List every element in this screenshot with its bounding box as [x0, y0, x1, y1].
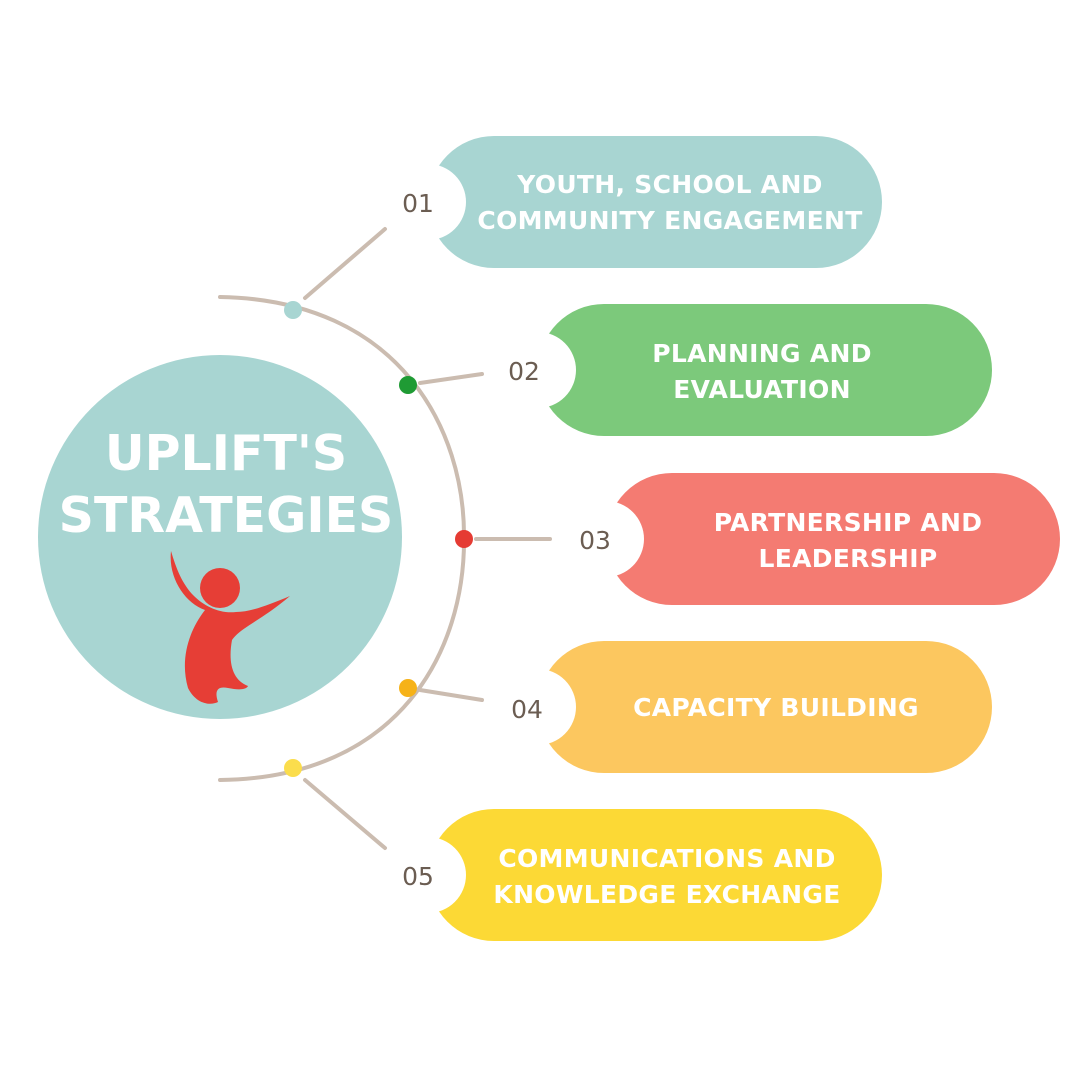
- connector-dot: [284, 301, 302, 319]
- strategy-label-line: KNOWLEDGE EXCHANGE: [493, 880, 840, 909]
- strategy-label-line: LEADERSHIP: [759, 544, 938, 573]
- number-cutout: [500, 669, 576, 745]
- strategy-label-line: COMMUNITY ENGAGEMENT: [477, 206, 862, 235]
- strategy-pill: [428, 136, 882, 268]
- strategy-item-01: 01 YOUTH, SCHOOL AND COMMUNITY ENGAGEMENT: [284, 136, 882, 319]
- connector-line: [418, 688, 484, 702]
- number-cutout: [500, 332, 576, 408]
- strategy-label-line: YOUTH, SCHOOL AND: [516, 170, 822, 199]
- strategy-number: 05: [402, 862, 434, 891]
- uplift-figure-logo: [170, 551, 290, 704]
- hub-title-line-2: STRATEGIES: [59, 487, 394, 544]
- hub-circle: [38, 355, 402, 719]
- strategy-pill: [428, 809, 882, 941]
- connector-line: [303, 227, 387, 300]
- strategy-pill: [538, 304, 992, 436]
- connector-dot: [455, 530, 473, 548]
- number-cutout: [390, 164, 466, 240]
- strategy-label-line: COMMUNICATIONS AND: [498, 844, 835, 873]
- strategy-label-line: PLANNING AND: [652, 339, 872, 368]
- strategy-number: 02: [508, 357, 540, 386]
- connector-dot: [399, 376, 417, 394]
- strategy-label-line: CAPACITY BUILDING: [633, 693, 919, 722]
- strategy-pill: [538, 641, 992, 773]
- connector-dot: [399, 679, 417, 697]
- strategy-item-04: 04 CAPACITY BUILDING: [399, 641, 992, 773]
- strategy-label-line: PARTNERSHIP AND: [714, 508, 983, 537]
- number-cutout: [390, 837, 466, 913]
- connector-line: [303, 778, 387, 850]
- strategy-item-02: 02 PLANNING AND EVALUATION: [399, 304, 992, 436]
- strategy-label-line: EVALUATION: [673, 375, 851, 404]
- strategy-number: 03: [579, 526, 611, 555]
- connector-dot: [284, 759, 302, 777]
- strategy-item-03: 03 PARTNERSHIP AND LEADERSHIP: [455, 473, 1060, 605]
- number-cutout: [568, 501, 644, 577]
- strategy-pill: [606, 473, 1060, 605]
- strategy-number: 04: [511, 695, 543, 724]
- hub-title-line-1: UPLIFT'S: [105, 425, 347, 482]
- strategy-number: 01: [402, 189, 434, 218]
- connector-line: [418, 372, 484, 385]
- strategy-item-05: 05 COMMUNICATIONS AND KNOWLEDGE EXCHANGE: [284, 759, 882, 941]
